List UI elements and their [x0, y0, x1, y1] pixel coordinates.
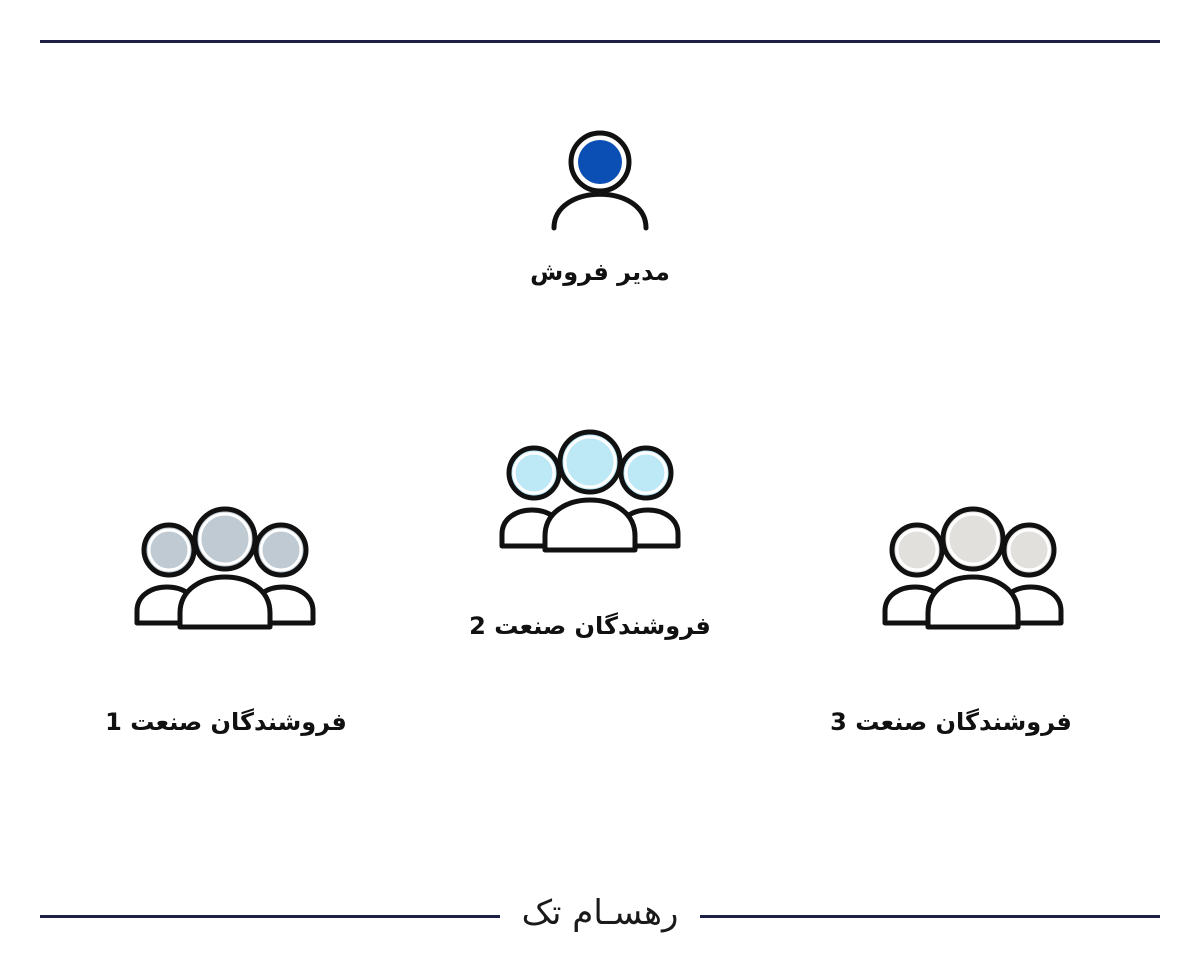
- member-head-center: [192, 506, 258, 572]
- member-head-left: [889, 522, 945, 578]
- manager-label: مدیر فروش: [530, 258, 670, 286]
- member-head-center-ring: [563, 435, 617, 489]
- person-icon: [551, 130, 649, 231]
- member-head-left-ring: [895, 528, 939, 572]
- member-head-center-ring: [946, 512, 1000, 566]
- team-icon: [499, 429, 681, 553]
- member-head-right: [253, 522, 309, 578]
- brand-logo-text: رهسـام تک: [521, 893, 679, 933]
- brand-logo: رهسـام تک: [500, 888, 700, 938]
- member-head-right-ring: [1007, 528, 1051, 572]
- member-head-left-ring: [512, 451, 556, 495]
- member-head-right: [618, 445, 674, 501]
- team-icon: [882, 506, 1064, 630]
- member-head-center-ring: [198, 512, 252, 566]
- group-label-3: فروشندگان صنعت 3: [830, 708, 1072, 736]
- person-head-fill: [578, 140, 622, 184]
- group-label-1: فروشندگان صنعت 1: [105, 708, 347, 736]
- footer-divider-right: [700, 915, 1160, 918]
- member-head-left-ring: [147, 528, 191, 572]
- group-label-2: فروشندگان صنعت 2: [469, 612, 711, 640]
- footer-divider-left: [40, 915, 500, 918]
- member-head-right-ring: [624, 451, 668, 495]
- member-head-left: [141, 522, 197, 578]
- member-body-center: [542, 497, 638, 553]
- member-head-center: [557, 429, 623, 495]
- member-body-center: [925, 574, 1021, 630]
- member-head-right: [1001, 522, 1057, 578]
- member-head-right-ring: [259, 528, 303, 572]
- member-head-left: [506, 445, 562, 501]
- top-divider: [40, 40, 1160, 43]
- team-icon: [134, 506, 316, 630]
- member-body-center: [177, 574, 273, 630]
- person-body: [551, 191, 649, 231]
- member-head-center: [940, 506, 1006, 572]
